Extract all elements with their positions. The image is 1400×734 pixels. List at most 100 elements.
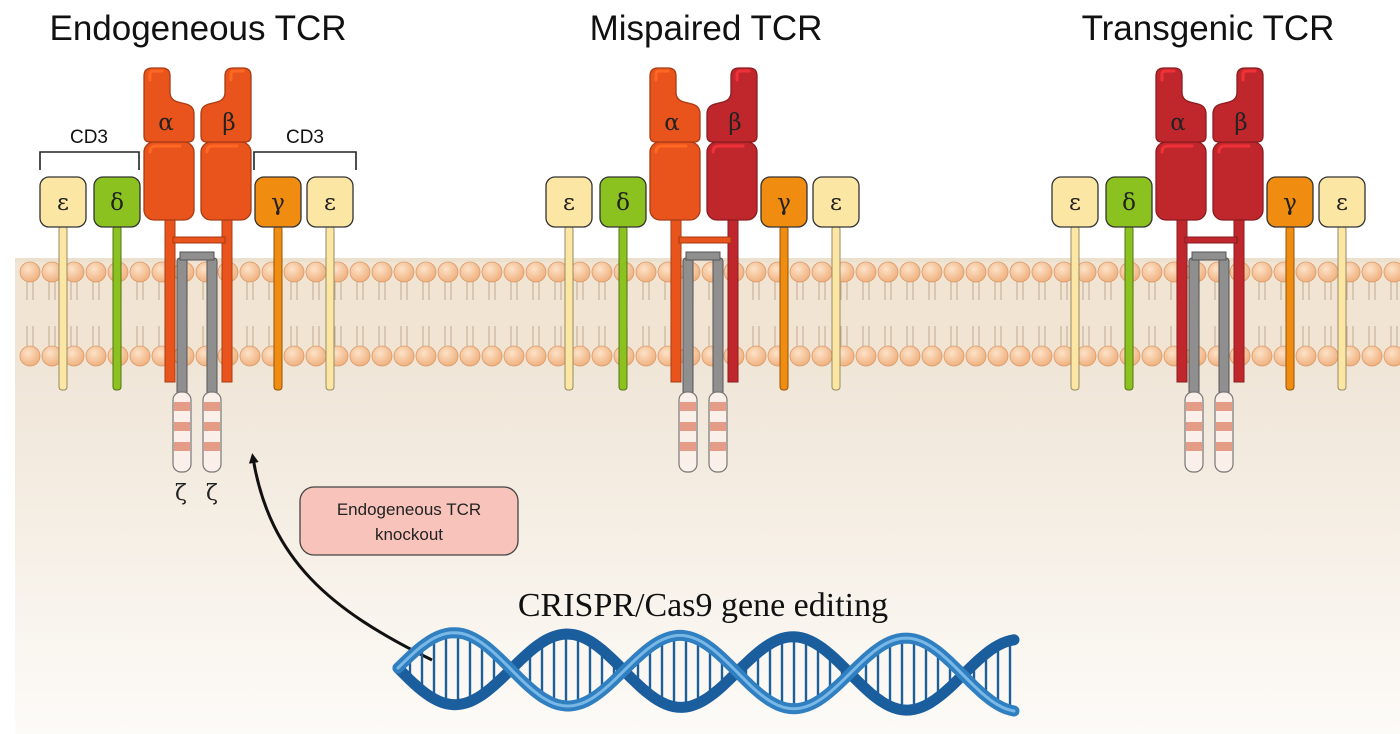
lipid-head: [85, 345, 107, 367]
lipid-head: [1097, 345, 1119, 367]
lipid-tail: [950, 280, 958, 346]
tcr-beta-constant: [706, 141, 758, 221]
cd3-epsilon-right-label: ε: [324, 190, 336, 216]
cd3-gamma-label: γ: [271, 190, 285, 216]
cd3-epsilon-right-stalk: [831, 225, 841, 391]
cd3-bracket-left: CD3: [39, 127, 140, 170]
tcr-alpha-constant: [143, 141, 195, 221]
tcr-alpha-variable: [1155, 67, 1207, 143]
lipid-head: [635, 261, 657, 283]
zeta-chain-1-itam-2: [680, 422, 696, 431]
cd3-epsilon-left: [545, 176, 593, 228]
lipid-head: [393, 345, 415, 367]
lipid-tail: [444, 280, 452, 346]
cd3-gamma: [760, 176, 808, 228]
cd3-epsilon-left: [39, 176, 87, 228]
lipid-head: [943, 261, 965, 283]
cd3-delta-stalk: [618, 225, 628, 391]
tcr-beta-label: β: [728, 110, 741, 136]
cd3-delta-stalk: [1124, 225, 1134, 391]
lipid-head: [349, 261, 371, 283]
cd3-delta-stalk: [112, 225, 122, 391]
lipid-tail: [796, 280, 804, 346]
tcr-alpha-highlight: [1160, 144, 1194, 154]
cd3-delta: [93, 176, 141, 228]
tcr-beta-stalk: [727, 209, 739, 383]
lipid-tail: [290, 280, 298, 346]
lipid-head: [1317, 345, 1339, 367]
lipid-head: [19, 345, 41, 367]
lipid-head: [1295, 345, 1317, 367]
lipid-tail: [1324, 280, 1332, 346]
lipid-head: [481, 345, 503, 367]
cd3-gamma-label: γ: [777, 190, 791, 216]
lipid-head: [965, 345, 987, 367]
lipid-head: [987, 261, 1009, 283]
cd3-gamma-label: γ: [1283, 190, 1297, 216]
lipid-head: [1383, 261, 1400, 283]
tcr-alpha-variable: [143, 67, 195, 143]
zeta-chain-2-itam-2: [1216, 422, 1232, 431]
knockout-arrow: [248, 453, 433, 662]
tcr-alpha-stalk: [670, 209, 682, 383]
lipid-head: [877, 345, 899, 367]
dna-helix-icon: [392, 627, 1020, 717]
lipid-tail: [1060, 280, 1068, 346]
lipid-head: [811, 261, 833, 283]
zeta-label-2: ζ: [206, 481, 218, 506]
lipid-tail: [554, 280, 562, 346]
tcr-alpha-highlight: [654, 144, 688, 154]
lipid-head: [1031, 261, 1053, 283]
tcr-beta-stalk: [221, 209, 233, 383]
zeta-chain-1-stalk: [176, 257, 188, 397]
tcr-alpha-label: α: [1170, 110, 1186, 136]
lipid-tail: [136, 280, 144, 346]
cd3-epsilon-left-label: ε: [1069, 190, 1081, 216]
knockout-line1: Endogeneous TCR: [337, 500, 481, 519]
tcr-disulfide: [172, 236, 226, 244]
lipid-head: [371, 345, 393, 367]
cd3-epsilon-right-stalk: [325, 225, 335, 391]
lipid-head: [745, 261, 767, 283]
zeta-chain-1-stalk: [1188, 257, 1200, 397]
lipid-tail: [994, 280, 1002, 346]
lipid-head: [591, 261, 613, 283]
lipid-tail: [510, 280, 518, 346]
lipid-head: [1251, 345, 1273, 367]
tcr-alpha-constant: [1155, 141, 1207, 221]
lipid-head: [503, 261, 525, 283]
lipid-head: [305, 345, 327, 367]
lipid-tail: [1368, 280, 1376, 346]
tcr-beta-constant: [1212, 141, 1264, 221]
cd3-epsilon-right: [1318, 176, 1366, 228]
lipid-head: [921, 261, 943, 283]
cd3-delta: [1105, 176, 1153, 228]
tcr-beta-highlight: [711, 144, 745, 154]
lipid-head: [965, 261, 987, 283]
zeta-chain-2-tail: [708, 391, 728, 473]
lipid-head: [525, 261, 547, 283]
lipid-head: [855, 261, 877, 283]
cd3-gamma-stalk: [1285, 225, 1295, 391]
lipid-head: [811, 345, 833, 367]
zeta-chain-1-itam-2: [1186, 422, 1202, 431]
lipid-head: [899, 261, 921, 283]
lipid-tail: [1016, 280, 1024, 346]
lipid-head: [305, 261, 327, 283]
zeta-chain-1-itam-1: [1186, 402, 1202, 411]
lipid-tail: [818, 280, 826, 346]
lipid-head: [437, 261, 459, 283]
lipid-tail: [1038, 280, 1046, 346]
cd3-epsilon-left-stalk: [58, 225, 68, 391]
cd3-bracket-right: CD3: [253, 127, 357, 170]
lipid-head: [283, 261, 305, 283]
zeta-chain-1-itam-1: [680, 402, 696, 411]
lipid-tail: [1346, 280, 1354, 346]
zeta-chain-2-itam-1: [1216, 402, 1232, 411]
lipid-tail: [312, 280, 320, 346]
cd3-epsilon-left: [1051, 176, 1099, 228]
knockout-badge: Endogeneous TCR knockout: [299, 486, 519, 556]
tcr-beta-label: β: [222, 110, 235, 136]
